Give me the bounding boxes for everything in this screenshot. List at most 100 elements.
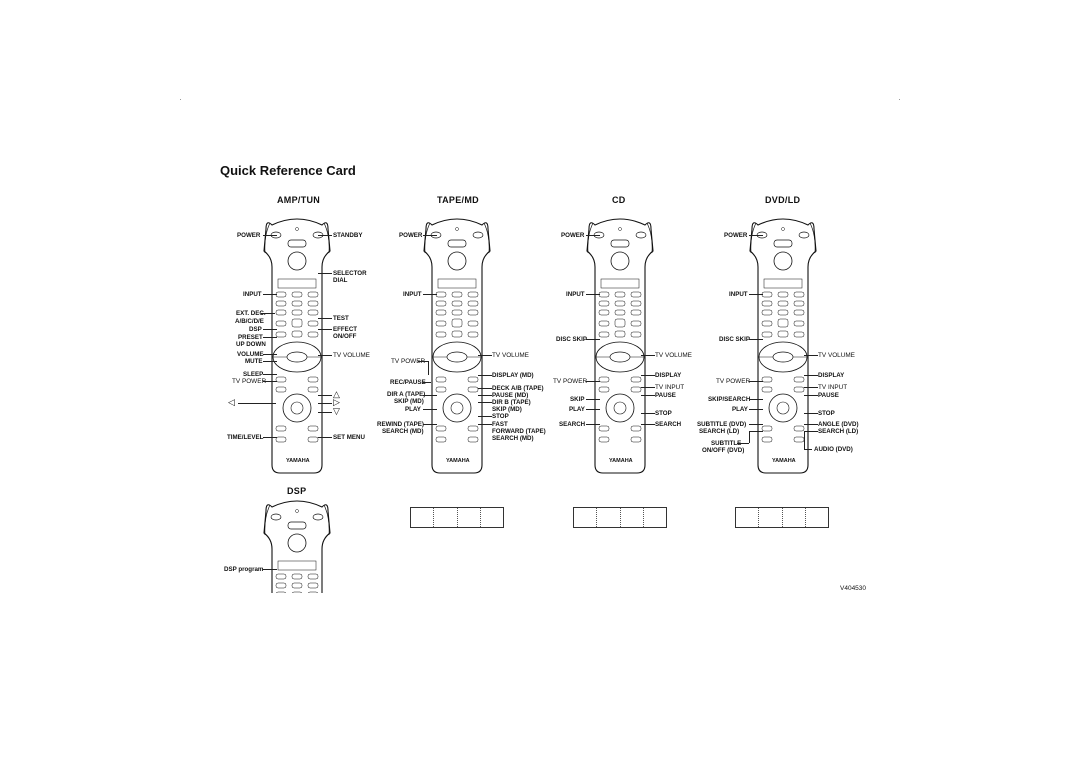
leader-line <box>423 294 437 295</box>
down-triangle-icon: ▽ <box>333 406 340 416</box>
label-stop: STOP <box>655 410 672 417</box>
leader-line <box>318 235 332 236</box>
label-dsp-program: DSP program <box>224 566 264 573</box>
leader-line <box>263 381 277 382</box>
section-tape-md: TAPE/MD <box>437 195 479 205</box>
label-play: PLAY <box>569 406 585 413</box>
leader-line <box>423 382 431 383</box>
label-skip-search: SKIP/SEARCH <box>708 396 751 403</box>
leader-line <box>586 294 600 295</box>
leader-line <box>804 449 812 450</box>
label-tv-power: TV POWER <box>553 378 588 385</box>
label-time-level: TIME/LEVEL <box>227 434 264 441</box>
section-dsp: DSP <box>287 486 307 496</box>
leader-line <box>586 339 600 340</box>
label-deck-ab: DECK A/B (TAPE) <box>492 385 544 392</box>
page-title: Quick Reference Card <box>220 163 356 178</box>
leader-line <box>478 388 492 389</box>
label-tv-power: TV POWER <box>716 378 751 385</box>
label-search: SEARCH <box>559 421 586 428</box>
leader-line <box>261 313 275 314</box>
up-triangle-icon: △ <box>333 389 340 399</box>
label-preset: PRESET <box>238 334 263 341</box>
blank-table <box>573 507 667 528</box>
label-display: DISPLAY <box>655 372 682 379</box>
label-tv-input: TV INPUT <box>655 384 685 391</box>
label-tv-input: TV INPUT <box>818 384 848 391</box>
leader-line <box>641 375 655 376</box>
label-input: INPUT <box>243 291 262 298</box>
label-onoff: ON/OFF <box>333 333 357 340</box>
leader-line <box>318 273 332 274</box>
label-abcde: A/B/C/D/E <box>235 318 264 325</box>
leader-line <box>749 294 763 295</box>
label-search-md: SEARCH (MD) <box>382 428 424 435</box>
leader-line <box>749 381 763 382</box>
yamaha-logo: YAMAHA <box>609 458 633 464</box>
section-cd: CD <box>612 195 626 205</box>
leader-line <box>423 424 437 425</box>
label-stop: STOP <box>492 413 509 420</box>
leader-line <box>318 403 332 404</box>
label-input: INPUT <box>729 291 748 298</box>
label-set-menu: SET MENU <box>333 434 365 441</box>
leader-line <box>749 235 763 236</box>
leader-line <box>749 399 763 400</box>
leader-line <box>641 424 655 425</box>
label-pause: PAUSE <box>818 392 839 399</box>
remote-cd <box>586 218 654 474</box>
label-stop: STOP <box>818 410 835 417</box>
leader-line <box>586 399 600 400</box>
label-dsp: DSP <box>249 326 262 333</box>
label-search-ld: SEARCH (LD) <box>699 428 740 435</box>
leader-line <box>478 424 492 425</box>
leader-line <box>423 235 437 236</box>
crop-mark <box>180 99 181 100</box>
label-dir-a: DIR A (TAPE) <box>387 391 426 398</box>
crop-mark <box>899 99 900 100</box>
leader-line <box>263 437 277 438</box>
label-updown: UP DOWN <box>236 341 266 348</box>
leader-line <box>478 375 492 376</box>
label-skip: SKIP <box>570 396 585 403</box>
leader-line <box>586 235 600 236</box>
leader-line <box>749 409 763 410</box>
label-disc-skip: DISC SKIP <box>719 336 750 343</box>
label-test: TEST <box>333 315 349 322</box>
label-tv-volume: TV VOLUME <box>655 352 692 359</box>
label-input: INPUT <box>403 291 422 298</box>
remote-dsp <box>263 500 331 593</box>
leader-line <box>318 395 332 396</box>
leader-line <box>418 361 428 362</box>
blank-table <box>735 507 829 528</box>
leader-line <box>749 424 763 425</box>
leader-line <box>263 294 277 295</box>
label-dial: DIAL <box>333 277 348 284</box>
label-power: POWER <box>561 232 585 239</box>
document-code: V404530 <box>840 585 867 592</box>
leader-line <box>318 355 332 356</box>
label-rec-pause: REC/PAUSE <box>390 379 426 386</box>
leader-line <box>804 431 805 449</box>
label-onoff-dvd: ON/OFF (DVD) <box>702 447 745 454</box>
leader-line <box>749 431 763 432</box>
leader-line <box>318 412 332 413</box>
leader-line <box>263 235 277 236</box>
label-display-md: DISPLAY (MD) <box>492 372 534 379</box>
label-selector: SELECTOR <box>333 270 367 277</box>
leader-line <box>263 361 277 362</box>
leader-line <box>263 374 277 375</box>
blank-table <box>410 507 504 528</box>
label-tv-power: TV POWER <box>232 378 267 385</box>
label-volume: VOLUME <box>237 351 264 358</box>
leader-line <box>586 424 600 425</box>
label-subtitle: SUBTITLE <box>711 440 742 447</box>
leader-line <box>423 409 437 410</box>
label-sleep: SLEEP <box>243 371 264 378</box>
section-amp-tun: AMP/TUN <box>277 195 321 205</box>
label-fast: FAST <box>492 421 508 428</box>
label-tv-volume: TV VOLUME <box>818 352 855 359</box>
leader-line <box>749 339 763 340</box>
leader-line <box>586 381 600 382</box>
leader-line <box>641 413 655 414</box>
